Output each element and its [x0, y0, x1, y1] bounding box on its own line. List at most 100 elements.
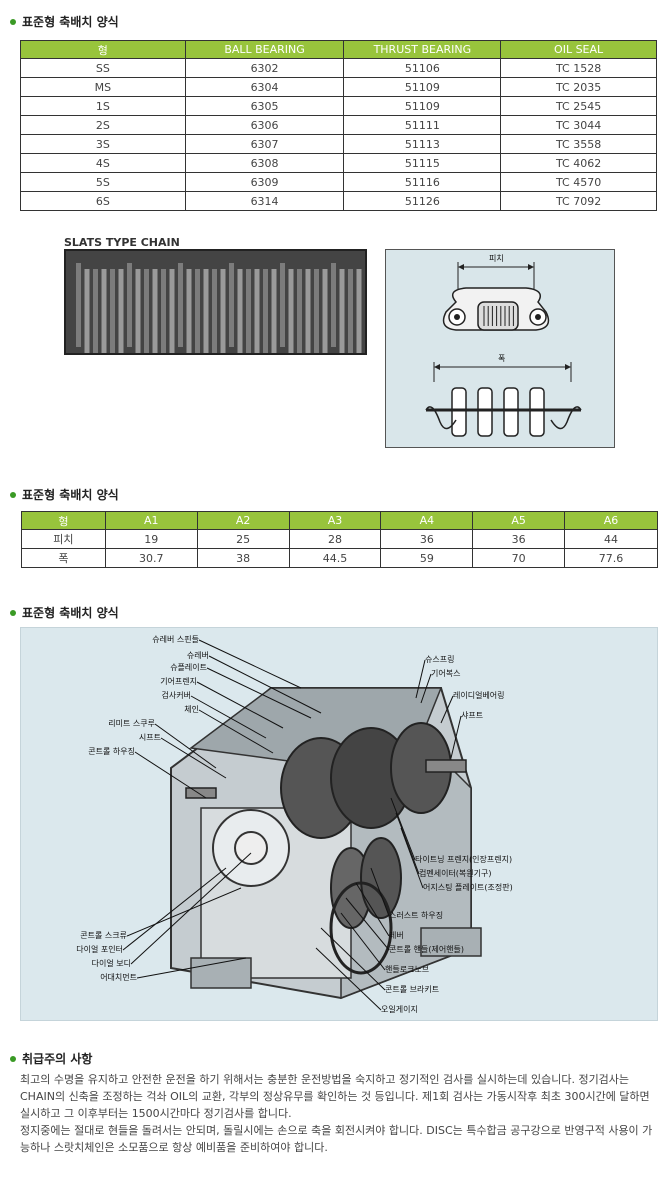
table-cell: 6306: [184, 115, 345, 135]
table-cell: 36: [380, 529, 474, 549]
part-callout-label: 오일게이지: [381, 1005, 418, 1014]
leader-line: [420, 673, 432, 704]
leader-line: [315, 947, 382, 1011]
table-cell: TC 7092: [500, 191, 657, 211]
column-header: 형: [21, 511, 106, 530]
leader-line: [340, 912, 386, 971]
leader-line: [390, 797, 416, 861]
table-cell: 6307: [184, 134, 345, 154]
part-callout-label: 콘트롤 브라키트: [385, 985, 440, 994]
table-cell: 6S: [20, 191, 186, 211]
chain-slat: [127, 263, 132, 347]
section4-title: 취급주의 사항: [10, 1050, 92, 1067]
leader-line: [198, 709, 274, 754]
part-callout-label: 검사커버: [161, 691, 191, 700]
chain-slat: [348, 269, 353, 353]
chain-slat: [280, 263, 285, 347]
column-header: 형: [20, 40, 186, 59]
chain-slat: [339, 269, 345, 353]
table-cell: 6302: [184, 58, 345, 78]
part-callout-label: 핸들로크노브: [385, 965, 430, 974]
bullet-icon: [10, 18, 16, 25]
chain-slat: [331, 263, 336, 347]
table-cell: 36: [472, 529, 566, 549]
table-cell: 51109: [343, 77, 502, 97]
table-cell: 6314: [184, 191, 345, 211]
part-callout-label: 콘트롤 핸들(제어핸들): [389, 945, 465, 954]
gearbox-drawing-icon: [122, 639, 482, 1011]
slats-chain-photo: [64, 249, 367, 355]
bullet-icon: [10, 491, 16, 498]
part-callout-label: 컴펜세이터(복원기구): [419, 869, 492, 878]
chain-slat: [212, 269, 217, 353]
column-header: A5: [472, 511, 566, 530]
chain-slat: [152, 269, 158, 353]
width-label: 폭: [498, 354, 506, 363]
column-header: A1: [104, 511, 198, 530]
part-callout-label: 타이트닝 프렌지(인장프렌지): [415, 855, 513, 864]
table-cell: 폭: [21, 548, 106, 568]
table-cell: 51106: [343, 58, 502, 78]
part-callout-label: 슈레버 스핀들: [152, 635, 199, 644]
leader-line: [370, 867, 390, 917]
table-cell: 5S: [20, 172, 186, 192]
table-cell: 51116: [343, 172, 502, 192]
table-cell: TC 2545: [500, 96, 657, 116]
column-header: THRUST BEARING: [343, 40, 502, 59]
table-cell: 3S: [20, 134, 186, 154]
note-paragraph: 정지중에는 절대로 현들을 돌려서는 안되며, 돌릴시에는 손으로 축을 회전시…: [20, 1124, 653, 1154]
column-header: A6: [564, 511, 658, 530]
dimension-plate: [451, 387, 467, 437]
column-header: A2: [196, 511, 290, 530]
table-cell: 19: [104, 529, 198, 549]
section1-title: 표준형 축배치 양식: [10, 13, 119, 30]
table-cell: TC 2035: [500, 77, 657, 97]
leader-line: [450, 715, 462, 759]
part-callout-label: 체인: [184, 705, 199, 714]
part-callout-label: 리미트 스쿠루: [108, 719, 155, 728]
chain-slat: [288, 269, 294, 353]
leader-line: [400, 827, 424, 889]
column-header: OIL SEAL: [500, 40, 657, 59]
leader-line: [160, 737, 227, 779]
leader-line: [190, 695, 267, 739]
part-callout-label: 슈플레이트: [170, 663, 207, 672]
leader-line: [122, 867, 227, 951]
chain-image-icon: [66, 251, 365, 353]
chain-slat: [220, 269, 226, 353]
chain-slat: [195, 269, 200, 353]
part-callout-label: 스러스트 하우징: [389, 911, 444, 920]
table-cell: 4S: [20, 153, 186, 173]
table-cell: 6308: [184, 153, 345, 173]
table-cell: 51115: [343, 153, 502, 173]
section3-title: 표준형 축배치 양식: [10, 604, 119, 621]
leader-line: [355, 882, 390, 937]
part-callout-label: 어대치먼트: [100, 973, 137, 982]
chain-slat: [186, 269, 192, 353]
handling-notes: 최고의 수명을 유지하고 안전한 운전을 하기 위해서는 충분한 운전방법을 숙…: [20, 1071, 658, 1156]
chain-slat: [297, 269, 302, 353]
leader-line: [198, 639, 302, 689]
part-callout-label: 슈레버: [186, 651, 209, 660]
column-header: A4: [380, 511, 474, 530]
leader-line: [126, 887, 242, 937]
chain-slat: [356, 269, 362, 353]
leader-line: [208, 655, 322, 714]
table-cell: 59: [380, 548, 474, 568]
chain-slat: [76, 263, 81, 347]
table-cell: TC 1528: [500, 58, 657, 78]
chain-slat: [118, 269, 124, 353]
column-header: BALL BEARING: [184, 40, 345, 59]
chain-dimension-diagram: 피치 폭: [385, 249, 615, 448]
chain-label: SLATS TYPE CHAIN: [64, 236, 180, 249]
chain-slat: [135, 269, 141, 353]
